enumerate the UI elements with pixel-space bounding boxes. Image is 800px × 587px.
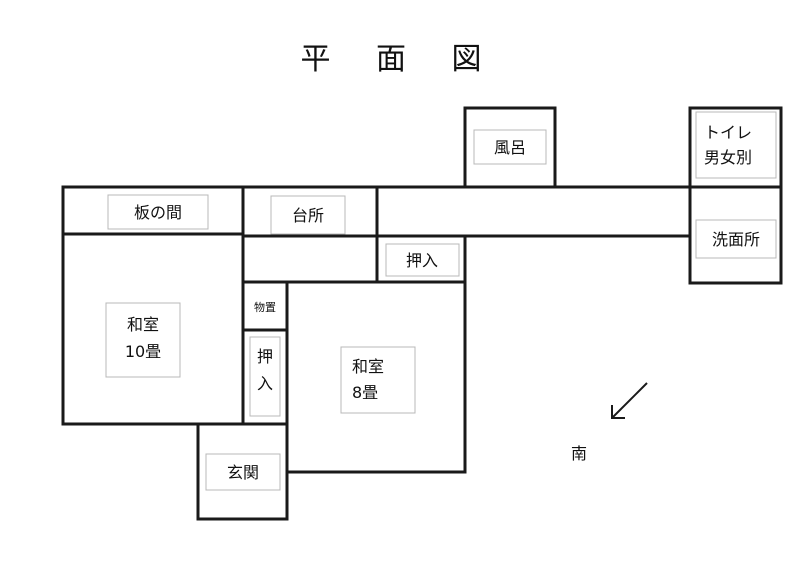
room-label-oshiire-side-2: 入 [257,374,273,393]
room-label-toilet-1: トイレ [704,123,752,142]
room-label-washitsu8-2: 8畳 [352,383,378,402]
wall-oshiire-side [241,328,289,426]
label-frame-toilet [695,111,777,179]
label-frame-senmen [695,219,777,259]
label-frame-furo [473,129,547,165]
room-label-washitsu8-1: 和室 [352,357,384,376]
room-label-monooki: 物置 [254,300,276,314]
label-frame-genkan [205,453,281,491]
room-label-genkan: 玄関 [227,463,259,482]
wall-furo [463,106,557,189]
room-label-senmen: 洗面所 [712,230,760,249]
label-frame-daidokoro [270,195,346,235]
room-label-toilet-2: 男女別 [704,148,752,167]
compass-label: 南 [571,444,588,463]
room-label-washitsu10-1: 和室 [127,315,159,334]
wall-toilet-block [688,106,783,285]
room-label-oshiire-side-1: 押 [257,347,273,366]
wall-main-block [61,185,245,426]
page-title: 平 面 図 [300,42,500,77]
room-label-ita: 板の間 [134,203,182,222]
label-frame-oshiire-top [385,243,460,277]
label-frame-washitsu10 [105,302,181,378]
room-label-furo: 風呂 [494,138,526,157]
label-frame-washitsu8 [340,346,416,414]
label-frame-ita [107,194,209,230]
room-label-oshiire-top: 押入 [406,251,438,270]
room-label-daidokoro: 台所 [292,206,324,225]
wall-washitsu8 [285,280,467,474]
compass-arrow [611,382,648,419]
room-label-washitsu10-2: 10畳 [125,342,161,361]
label-frame-oshiire-side [249,336,281,417]
